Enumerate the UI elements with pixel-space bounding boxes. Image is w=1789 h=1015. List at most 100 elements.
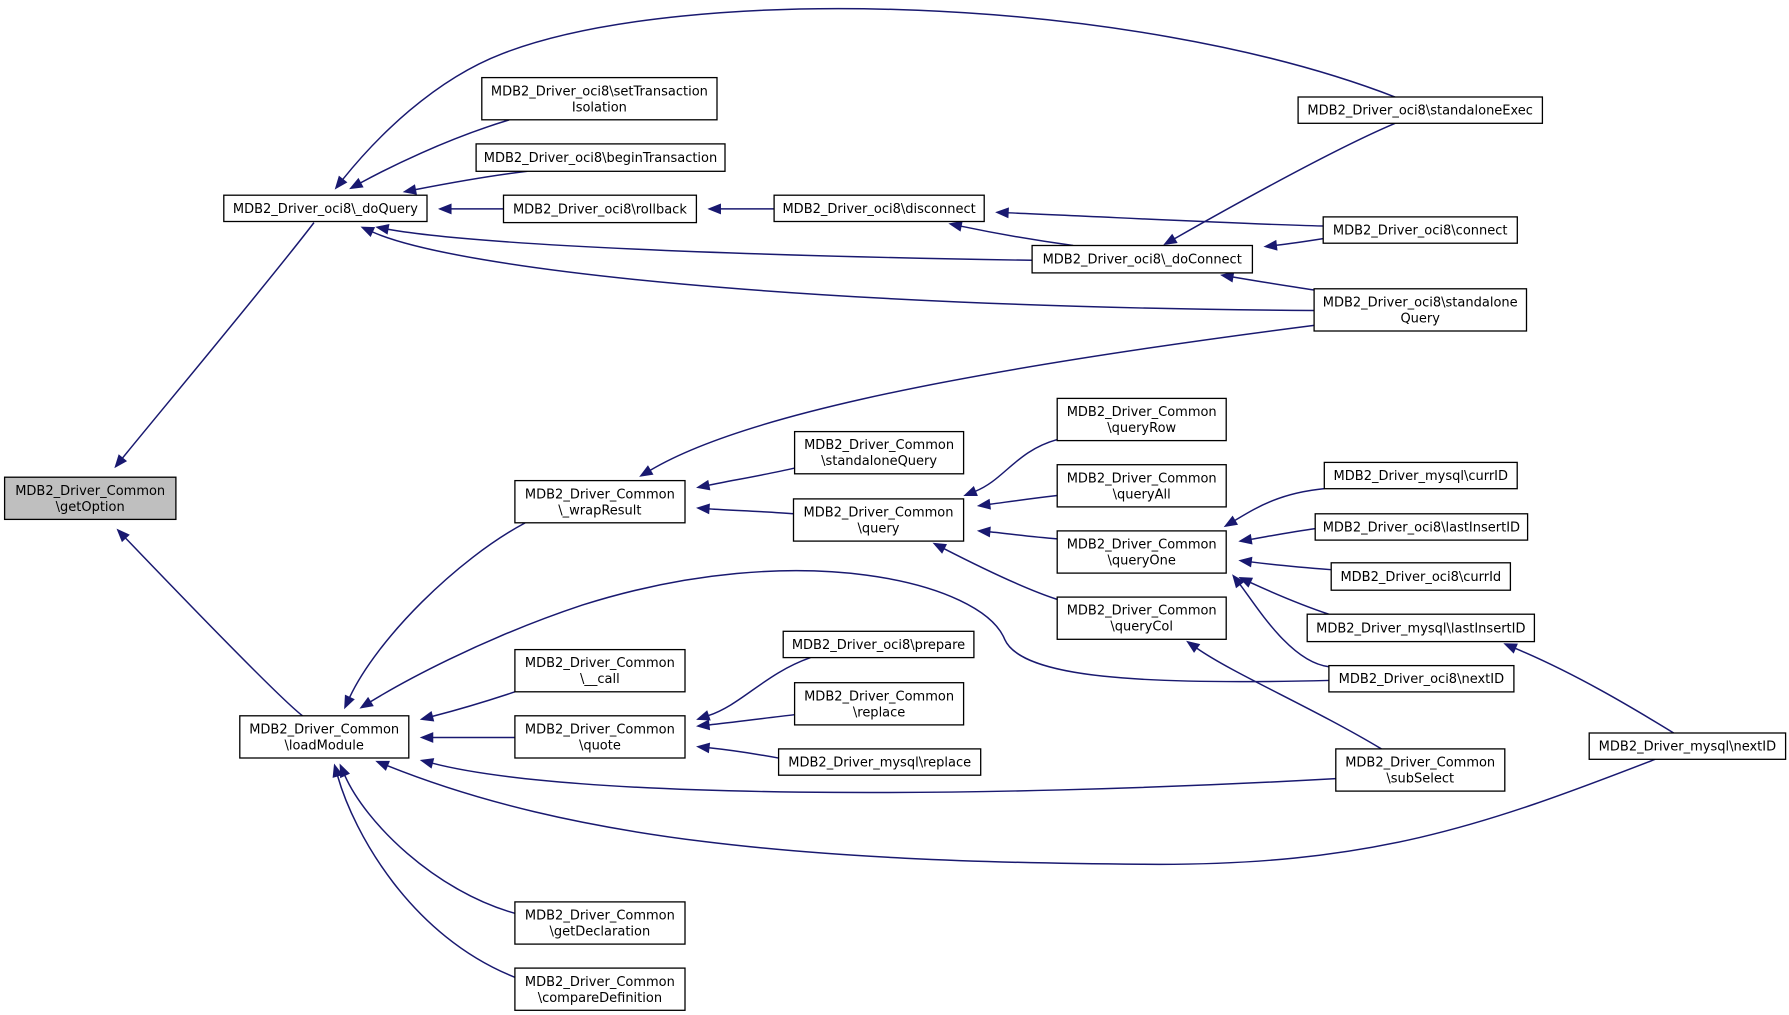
edge-mysqlNextID-to-mysqlLastInsertID (1503, 643, 1675, 734)
node-box (223, 194, 428, 223)
arrowhead-icon (332, 763, 344, 778)
node-rollback[interactable]: MDB2_Driver_oci8\rollback (502, 194, 698, 224)
edge-line (1239, 583, 1329, 668)
node-label: MDB2_Driver_Common (1067, 405, 1217, 420)
node-queryOne[interactable]: MDB2_Driver_Common\queryOne (1056, 530, 1227, 574)
edge-subSelect-to-loadModule (419, 758, 1336, 794)
node-subSelect[interactable]: MDB2_Driver_Common\subSelect (1335, 748, 1506, 792)
edge-line (960, 225, 1074, 247)
arrowhead-icon (1186, 640, 1201, 653)
edge-oci8Prepare-to-quote (696, 656, 811, 721)
arrowhead-icon (1223, 515, 1239, 528)
node-loadModule[interactable]: MDB2_Driver_Common\loadModule (239, 715, 410, 759)
edge-query-to-wrapResult (696, 503, 795, 515)
node-box (1330, 562, 1512, 591)
arrowhead-icon (932, 542, 947, 554)
node-box (793, 430, 965, 475)
edge-doQuery-to-getOption (114, 222, 315, 469)
node-label: MDB2_Driver_oci8\rollback (513, 202, 687, 217)
node-doConnect[interactable]: MDB2_Driver_oci8\_doConnect (1031, 244, 1254, 274)
node-label: MDB2_Driver_Common (249, 722, 399, 737)
node-label: MDB2_Driver_oci8\_doConnect (1043, 253, 1242, 268)
node-mysqlReplace[interactable]: MDB2_Driver_mysql\replace (777, 748, 982, 776)
node-oci8NextID[interactable]: MDB2_Driver_oci8\nextID (1328, 664, 1515, 693)
node-box (239, 715, 410, 759)
node-box (1323, 461, 1518, 490)
node-doQuery[interactable]: MDB2_Driver_oci8\_doQuery (223, 194, 428, 223)
arrowhead-icon (1238, 533, 1253, 545)
node-label: MDB2_Driver_Common (1067, 471, 1217, 486)
arrowhead-icon (696, 742, 711, 754)
edge-line (387, 228, 1033, 262)
node-oci8Prepare[interactable]: MDB2_Driver_oci8\prepare (782, 630, 975, 659)
arrowhead-icon (375, 760, 390, 771)
node-label: \quote (579, 738, 621, 753)
node-label: \queryAll (1113, 487, 1171, 502)
node-mysqlLastInsertID[interactable]: MDB2_Driver_mysql\lastInsertID (1306, 613, 1536, 643)
node-getDeclaration[interactable]: MDB2_Driver_Common\getDeclaration (514, 901, 686, 945)
node-label: MDB2_Driver_Common (1067, 538, 1217, 553)
edge-line (432, 762, 1336, 794)
node-box (514, 715, 686, 759)
arrowhead-icon (948, 220, 963, 232)
node-oci8CurrId[interactable]: MDB2_Driver_oci8\currId (1330, 562, 1512, 591)
edge-line (1276, 237, 1324, 246)
node-label: \queryOne (1108, 554, 1176, 569)
node-oci8standaloneQuery[interactable]: MDB2_Driver_oci8\standaloneQuery (1313, 288, 1528, 332)
node-box (1306, 613, 1536, 643)
edge-line (360, 119, 510, 184)
edge-line (1251, 561, 1332, 571)
node-disconnect[interactable]: MDB2_Driver_oci8\disconnect (773, 194, 985, 223)
node-label: \subSelect (1386, 772, 1454, 787)
node-label: MDB2_Driver_oci8\disconnect (782, 202, 975, 217)
node-call[interactable]: MDB2_Driver_Common\__call (514, 648, 686, 693)
arrowhead-icon (1220, 271, 1235, 283)
node-label: MDB2_Driver_Common (525, 656, 675, 671)
node-standaloneExec[interactable]: MDB2_Driver_oci8\standaloneExec (1297, 96, 1544, 124)
node-label: MDB2_Driver_Common (525, 487, 675, 502)
node-getOption[interactable]: MDB2_Driver_Common\getOption (3, 476, 177, 521)
node-mysqlNextID[interactable]: MDB2_Driver_mysql\nextID (1588, 732, 1787, 760)
node-mysqlCurrID[interactable]: MDB2_Driver_mysql\currID (1323, 461, 1518, 490)
node-oci8LastInsertID[interactable]: MDB2_Driver_oci8\lastInsertID (1314, 513, 1529, 541)
edge-line (1196, 647, 1382, 750)
edge-line (415, 170, 528, 191)
edge-mysqlNextID-to-loadModule (375, 758, 1656, 866)
node-query[interactable]: MDB2_Driver_Common\query (792, 498, 965, 542)
node-box (514, 648, 686, 693)
node-label: MDB2_Driver_Common (15, 484, 165, 499)
arrowhead-icon (375, 223, 390, 235)
node-box (514, 479, 686, 524)
node-queryAll[interactable]: MDB2_Driver_Common\queryAll (1056, 464, 1227, 508)
node-box (514, 901, 686, 945)
edge-mysqlReplace-to-quote (696, 742, 779, 759)
node-box (1314, 513, 1529, 541)
edge-line (370, 569, 1329, 703)
edge-line (708, 656, 811, 717)
node-label: MDB2_Driver_Common (804, 689, 954, 704)
edge-beginTransaction-to-doQuery (402, 170, 528, 195)
node-commonReplace[interactable]: MDB2_Driver_Common\replace (793, 682, 965, 726)
node-oci8connect[interactable]: MDB2_Driver_oci8\connect (1322, 216, 1518, 244)
node-compareDefinition[interactable]: MDB2_Driver_Common\compareDefinition (514, 967, 686, 1011)
node-quote[interactable]: MDB2_Driver_Common\quote (514, 715, 686, 759)
node-queryRow[interactable]: MDB2_Driver_Common\queryRow (1056, 397, 1227, 442)
arrowhead-icon (360, 226, 376, 237)
arrowhead-icon (402, 184, 417, 195)
arrowhead-icon (976, 526, 991, 538)
node-queryCol[interactable]: MDB2_Driver_Common\queryCol (1056, 596, 1227, 640)
node-label: MDB2_Driver_Common (525, 909, 675, 924)
node-commonStandaloneQuery[interactable]: MDB2_Driver_Common\standaloneQuery (793, 430, 965, 475)
edge-line (344, 775, 516, 915)
edges-layer (114, 7, 1675, 978)
arrowhead-icon (116, 528, 130, 543)
edge-oci8NextID-to-queryOne (1232, 574, 1329, 668)
edge-line (348, 522, 526, 698)
node-box (475, 143, 726, 172)
edge-getDeclaration-to-loadModule (339, 763, 516, 915)
node-beginTransaction[interactable]: MDB2_Driver_oci8\beginTransaction (475, 143, 726, 172)
node-wrapResult[interactable]: MDB2_Driver_Common\_wrapResult (514, 479, 686, 524)
edge-line (708, 747, 779, 759)
edge-compareDefinition-to-loadModule (332, 763, 516, 978)
